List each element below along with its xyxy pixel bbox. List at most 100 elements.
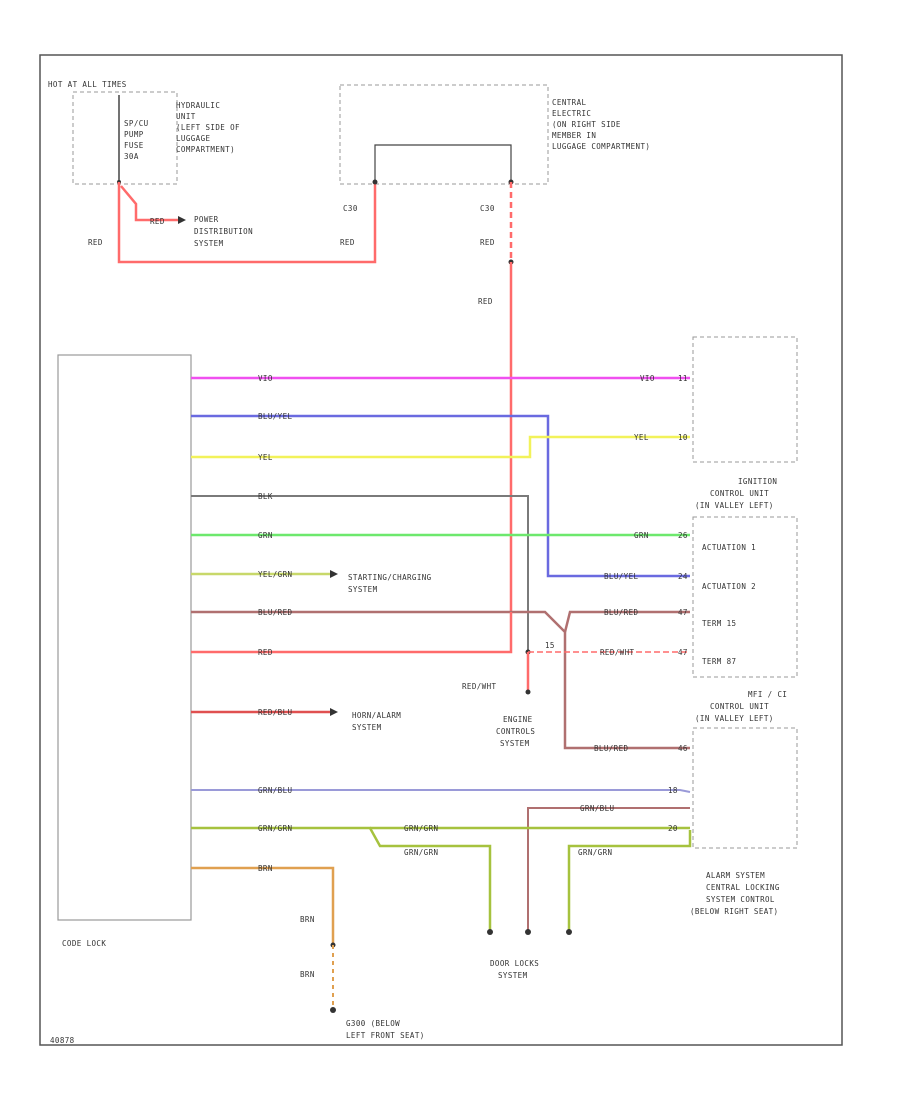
svg-text:SYSTEM: SYSTEM <box>194 239 224 248</box>
mfi-box <box>692 727 798 849</box>
svg-text:CONTROL UNIT: CONTROL UNIT <box>710 489 769 498</box>
svg-text:(LEFT SIDE OF: (LEFT SIDE OF <box>176 123 240 132</box>
term15-label: TERM 15 <box>702 619 736 628</box>
code-lock-label: CODE LOCK <box>62 939 106 948</box>
wire-label-blu-yel: BLU/YEL <box>258 412 292 421</box>
horn-arrow <box>330 708 338 716</box>
actuation1-label: ACTUATION 1 <box>702 543 756 552</box>
svg-text:PUMP: PUMP <box>124 130 144 139</box>
pin-blu-red: 47 <box>678 608 688 617</box>
wire-brn <box>191 866 335 945</box>
wire-label-blk: BLK <box>258 492 273 501</box>
svg-text:(ON RIGHT SIDE: (ON RIGHT SIDE <box>552 120 621 129</box>
wire-label-grn-blu: GRN/BLU <box>258 786 292 795</box>
pin-a: 15 <box>545 641 555 650</box>
pin-grn: 26 <box>678 531 688 540</box>
wire-label-red-main: RED <box>478 297 493 306</box>
wire-label-brn: BRN <box>258 864 273 873</box>
svg-text:HYDRAULIC: HYDRAULIC <box>176 101 220 110</box>
wire-label-red-connector: RED <box>480 238 495 247</box>
wire-label-blu-red-right: BLU/RED <box>604 608 638 617</box>
wire-blu-yel <box>191 414 690 578</box>
diagram-frame <box>39 54 843 1046</box>
starting-charging-label: STARTING/CHARGING SYSTEM <box>348 573 432 594</box>
wire-label-grn-grn-low: GRN/GRN <box>404 848 438 857</box>
actuation2-label: ACTUATION 2 <box>702 582 756 591</box>
horn-system-label: HORN/ALARM SYSTEM <box>352 711 401 732</box>
term87-label: TERM 87 <box>702 657 736 666</box>
wire-blu-red-branch <box>563 610 690 633</box>
code-lock-box <box>57 354 192 921</box>
central-electric-box <box>339 84 549 185</box>
svg-text:MEMBER IN: MEMBER IN <box>552 131 596 140</box>
wire-blu-red <box>191 610 690 750</box>
svg-text:(BELOW RIGHT SEAT): (BELOW RIGHT SEAT) <box>690 907 778 916</box>
wire-label-grn-grn-mid: GRN/GRN <box>404 824 438 833</box>
pin-vio: 11 <box>678 374 688 383</box>
door-lock-node-1 <box>487 929 493 935</box>
wire-label-yel-right: YEL <box>634 433 649 442</box>
hydraulic-unit-box <box>72 91 178 185</box>
svg-text:STARTING/CHARGING: STARTING/CHARGING <box>348 573 432 582</box>
wire-label-blu-yel-right: BLU/YEL <box>604 572 638 581</box>
hot-at-all-times-label: HOT AT ALL TIMES <box>48 80 127 89</box>
wire-label-grn: GRN <box>258 531 273 540</box>
svg-text:FUSE: FUSE <box>124 141 144 150</box>
door-lock-node-3 <box>566 929 572 935</box>
wire-label-vio-right: VIO <box>640 374 655 383</box>
pin-b: 18 <box>668 786 678 795</box>
pin-blu-red2: 46 <box>678 744 688 753</box>
red-power-wire <box>117 182 377 264</box>
pin-blu: 24 <box>678 572 688 581</box>
wire-label-blu-red-bottom: BLU/RED <box>594 744 628 753</box>
wire-label-red-left: RED <box>88 238 103 247</box>
wire-grn-grn-a <box>191 826 492 930</box>
svg-text:SYSTEM: SYSTEM <box>498 971 528 980</box>
svg-text:LUGGAGE COMPARTMENT): LUGGAGE COMPARTMENT) <box>552 142 650 151</box>
ignition-control-label: IGNITION CONTROL UNIT (IN VALLEY LEFT) <box>695 477 777 510</box>
red-power-branch <box>120 185 178 222</box>
central-electric-internal <box>374 144 512 182</box>
svg-text:CONTROL UNIT: CONTROL UNIT <box>710 702 769 711</box>
wire-yel <box>191 435 690 459</box>
wire-label-red-wht: RED/WHT <box>462 682 496 691</box>
svg-text:SYSTEM: SYSTEM <box>348 585 378 594</box>
engine-node <box>525 689 531 695</box>
g300-label: G300 (BELOW LEFT FRONT SEAT) <box>346 1019 425 1040</box>
door-lock-node-2 <box>525 929 531 935</box>
svg-text:MFI / CI: MFI / CI <box>748 690 787 699</box>
mfi-control-label: MFI / CI CONTROL UNIT (IN VALLEY LEFT) <box>695 690 787 723</box>
engine-controls-label: ENGINE CONTROLS SYSTEM <box>496 715 535 748</box>
footer-code: 40878 <box>50 1036 75 1045</box>
svg-text:POWER: POWER <box>194 215 219 224</box>
pin-yel: 10 <box>678 433 688 442</box>
power-distribution-label: POWER DISTRIBUTION SYSTEM <box>194 215 253 248</box>
wire-grn-grn-c <box>567 830 692 930</box>
wire-label-red-codelock: RED <box>258 648 273 657</box>
pin-c: 20 <box>668 824 678 833</box>
wire-label-red-branch: RED <box>150 217 165 226</box>
wire-label-red-wht-right: RED/WHT <box>600 648 634 657</box>
wire-label-red-blu: RED/BLU <box>258 708 292 717</box>
svg-text:LEFT FRONT SEAT): LEFT FRONT SEAT) <box>346 1031 425 1040</box>
central-electric-label: CENTRAL ELECTRIC (ON RIGHT SIDE MEMBER I… <box>552 98 650 151</box>
svg-text:IGNITION: IGNITION <box>738 477 777 486</box>
svg-text:30A: 30A <box>124 152 139 161</box>
wire-grn-blu-door <box>527 807 690 930</box>
ground-node <box>330 1007 336 1013</box>
wire-label-yel-grn: YEL/GRN <box>258 570 292 579</box>
wire-label-brn-2: BRN <box>300 915 315 924</box>
alarm-system-label: ALARM SYSTEM CENTRAL LOCKING SYSTEM CONT… <box>690 871 779 916</box>
svg-text:SP/CU: SP/CU <box>124 119 149 128</box>
svg-text:SYSTEM CONTROL: SYSTEM CONTROL <box>706 895 775 904</box>
svg-text:HORN/ALARM: HORN/ALARM <box>352 711 401 720</box>
svg-text:UNIT: UNIT <box>176 112 196 121</box>
svg-text:CONTROLS: CONTROLS <box>496 727 535 736</box>
wire-blk <box>191 495 529 652</box>
wire-red-codelock <box>191 612 513 654</box>
wire-label-grn-grn-right: GRN/GRN <box>578 848 612 857</box>
wire-label-red-mid: RED <box>340 238 355 247</box>
wire-grn-blu <box>191 789 691 793</box>
svg-text:DISTRIBUTION: DISTRIBUTION <box>194 227 253 236</box>
